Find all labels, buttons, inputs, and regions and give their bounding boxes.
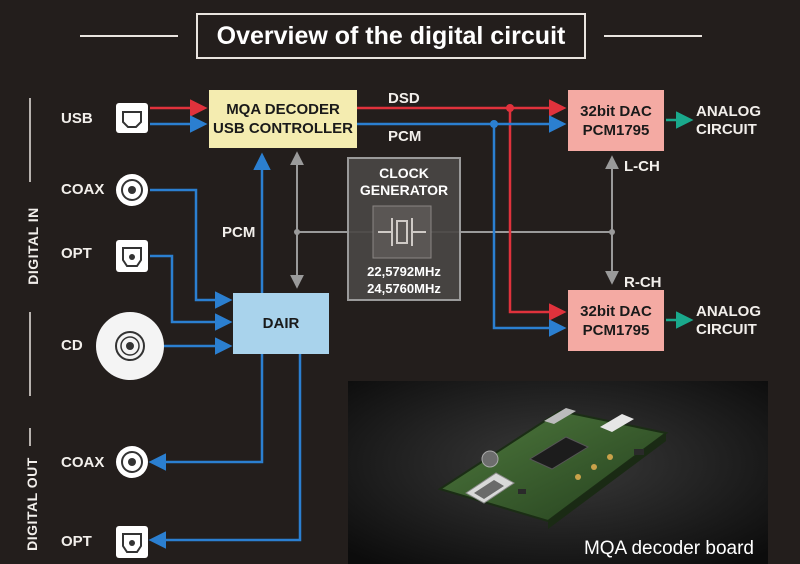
coax-output-label: COAX xyxy=(61,454,105,471)
opt-in-line xyxy=(150,254,233,331)
opt-input-label: OPT xyxy=(61,245,92,262)
rch-label: R-CH xyxy=(624,274,662,291)
opt-output-label: OPT xyxy=(61,533,92,550)
analog-r-line2: CIRCUIT xyxy=(696,321,757,338)
decoder-board-image xyxy=(348,381,768,564)
coax-in-line xyxy=(150,188,233,309)
digital-in-label: DIGITAL IN xyxy=(25,207,41,285)
lch-label: L-CH xyxy=(624,158,660,175)
usb-port-icon xyxy=(116,103,148,133)
pcm-dair-label: PCM xyxy=(222,224,256,241)
dac-l-block xyxy=(568,90,664,151)
dac-r-label: 32bit DAC PCM1795 xyxy=(568,290,664,351)
page-title: Overview of the digital circuit xyxy=(196,13,586,59)
dac-l-line1: 32bit DAC xyxy=(580,102,652,120)
mqa-decoder-label: MQA DECODER USB CONTROLLER xyxy=(209,90,357,148)
cd-disc-icon xyxy=(96,312,164,380)
clock-generator-title: CLOCK GENERATOR xyxy=(348,163,460,201)
crystal-oscillator-icon xyxy=(372,205,432,259)
mqa-decoder-block xyxy=(209,90,357,148)
pcm-to-dac-r-line xyxy=(492,124,567,337)
pcm-signal-label: PCM xyxy=(388,128,422,145)
clock-junction-right xyxy=(609,229,615,235)
dac-r-line2: PCM1795 xyxy=(582,321,650,339)
opt-out-port-icon xyxy=(116,526,148,558)
clock-junction-left xyxy=(294,229,300,235)
analog-circuit-label-r: ANALOG CIRCUIT xyxy=(696,303,761,339)
analog-l-line1: ANALOG xyxy=(696,103,761,120)
pcm-junction xyxy=(490,120,498,128)
dac-r-line1: 32bit DAC xyxy=(580,302,652,320)
analog-r-line1: ANALOG xyxy=(696,303,761,320)
analog-l-line2: CIRCUIT xyxy=(696,121,757,138)
dair-label: DAIR xyxy=(262,315,300,332)
dac-l-line2: PCM1795 xyxy=(582,121,650,139)
coax-out-line xyxy=(148,354,264,471)
opt-in-port-icon xyxy=(116,240,148,272)
analog-circuit-label-l: ANALOG CIRCUIT xyxy=(696,103,761,139)
coax-input-label: COAX xyxy=(61,181,105,198)
dsd-signal-label: DSD xyxy=(388,90,420,107)
opt-out-line xyxy=(148,354,302,549)
cd-input-label: CD xyxy=(61,337,83,354)
dsd-to-dac-r-line xyxy=(508,108,567,321)
usb-input-label: USB xyxy=(61,110,93,127)
coax-out-jack-icon xyxy=(116,446,148,478)
digital-out-label: DIGITAL OUT xyxy=(24,457,40,551)
dair-block xyxy=(233,293,329,354)
coax-in-jack-icon xyxy=(116,174,148,206)
dac-l-label: 32bit DAC PCM1795 xyxy=(568,90,664,151)
clock-freq2: 24,5760MHz xyxy=(367,281,441,296)
mqa-decoder-line1: MQA DECODER xyxy=(226,101,340,118)
dac-r-block xyxy=(568,290,664,351)
clock-frequencies: 22,5792MHz 24,5760MHz xyxy=(348,262,460,298)
mqa-decoder-board-photo: MQA decoder board xyxy=(348,381,768,564)
clock-generator-block xyxy=(347,157,461,301)
mqa-decoder-line2: USB CONTROLLER xyxy=(213,120,353,137)
clock-line2: GENERATOR xyxy=(359,182,449,198)
clock-line1: CLOCK xyxy=(379,165,429,181)
dsd-junction xyxy=(506,104,514,112)
photo-caption: MQA decoder board xyxy=(583,538,754,559)
clock-freq1: 22,5792MHz xyxy=(367,264,441,279)
